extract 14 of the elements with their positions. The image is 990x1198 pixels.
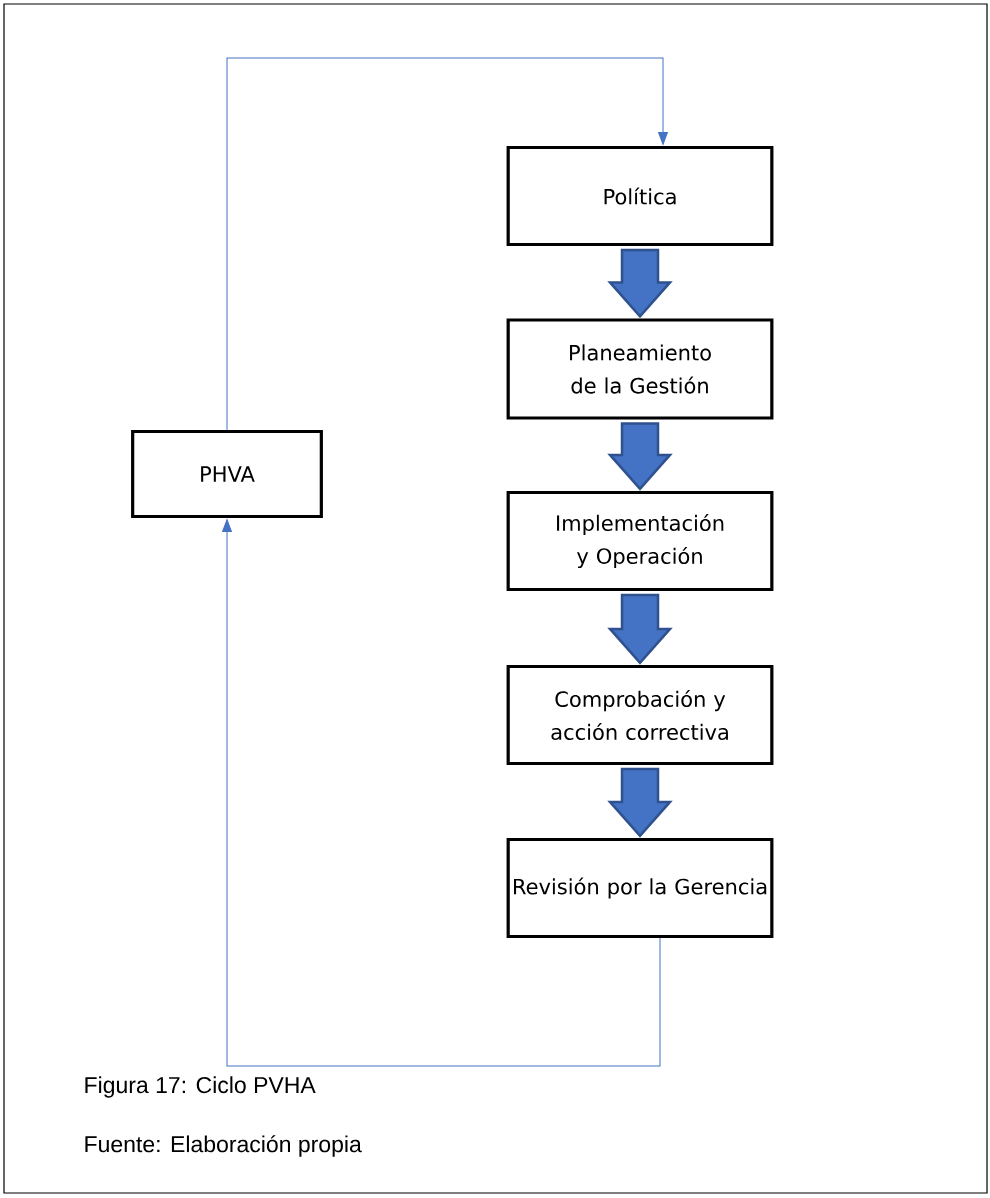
block-arrow	[607, 422, 673, 491]
source-note: Fuente: Elaboración propia	[85, 1135, 362, 1157]
process-box: Implementación y Operación	[506, 490, 774, 592]
block-arrow	[607, 767, 673, 838]
process-box: Planeamiento de la Gestión	[506, 318, 774, 420]
caption: Figura 17: Ciclo PVHA	[85, 1076, 316, 1098]
block-arrow	[607, 248, 673, 319]
connector-arrow	[222, 519, 661, 1067]
process-box: Comprobación y acción correctiva	[506, 664, 774, 766]
connector-arrow	[226, 57, 668, 431]
block-arrow	[607, 593, 673, 665]
process-box: Revisión por la Gerencia	[506, 837, 774, 939]
process-box: PHVA	[131, 429, 323, 519]
process-box: Política	[506, 145, 774, 247]
